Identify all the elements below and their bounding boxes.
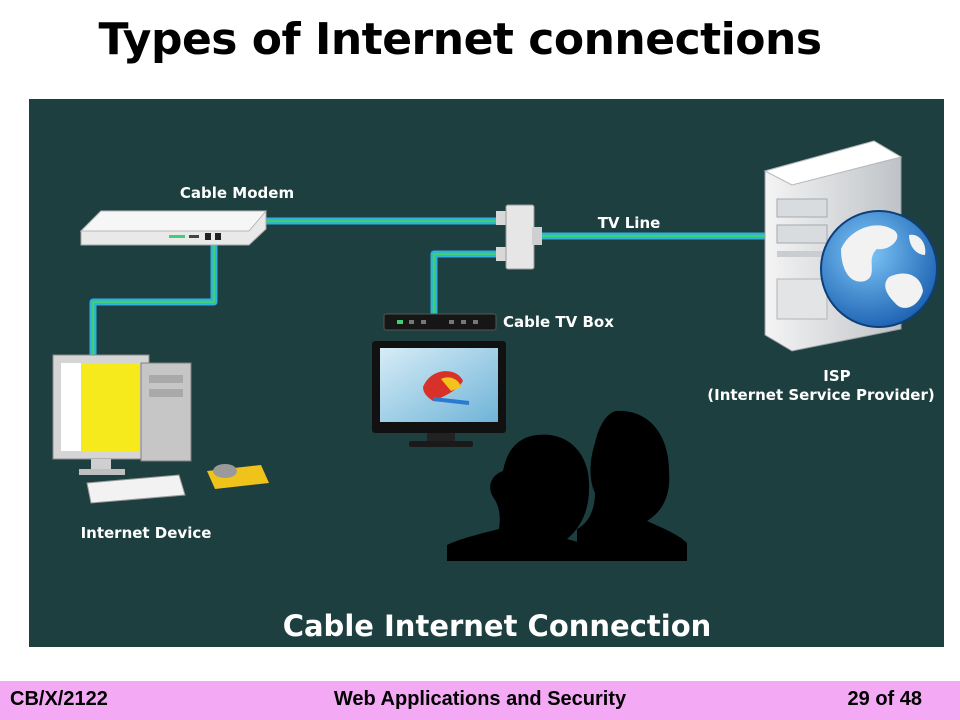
cable-modem-icon bbox=[79, 210, 268, 246]
computer-icon bbox=[52, 354, 269, 504]
cable-splitter bbox=[496, 204, 542, 270]
cable-lines bbox=[89, 217, 769, 357]
viewers-silhouette-icon bbox=[447, 410, 687, 561]
footer-course-code: CB/X/2122 bbox=[10, 688, 108, 710]
internet-device-label: Internet Device bbox=[81, 524, 212, 542]
footer-subject: Web Applications and Security bbox=[333, 688, 627, 710]
isp-full-label: (Internet Service Provider) bbox=[707, 386, 934, 404]
cable-tv-box-label: Cable TV Box bbox=[503, 313, 614, 331]
footer-page-number: 29 of 48 bbox=[847, 688, 922, 710]
isp-label: ISP bbox=[823, 367, 850, 385]
television-icon bbox=[372, 341, 506, 447]
tv-line-label: TV Line bbox=[598, 214, 661, 232]
cable-tv-box-icon bbox=[383, 313, 497, 331]
slide-footer: CB/X/2122 Web Applications and Security … bbox=[0, 681, 960, 720]
cable-modem-label: Cable Modem bbox=[180, 184, 294, 202]
globe-icon bbox=[820, 210, 938, 328]
slide-title: Types of Internet connections bbox=[98, 14, 822, 65]
cable-internet-diagram: Cable Modem TV Line ISP (Internet Servic… bbox=[29, 99, 944, 647]
diagram-caption: Cable Internet Connection bbox=[283, 609, 712, 643]
